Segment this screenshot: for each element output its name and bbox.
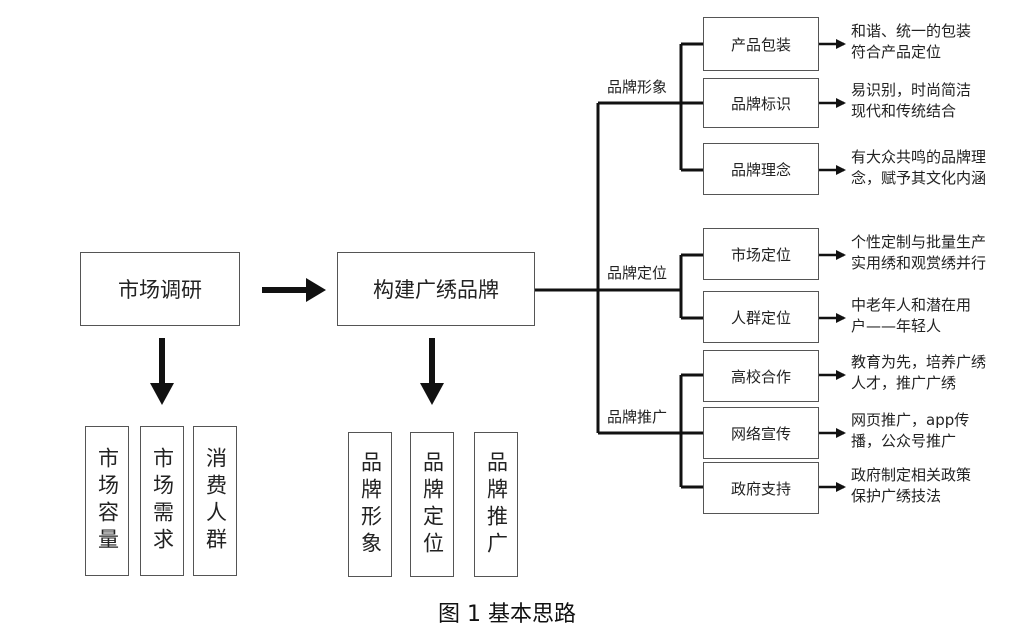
desc-line: 保护广绣技法 <box>851 487 942 505</box>
desc-line: 人才，推广广绣 <box>851 374 957 392</box>
sub-item-box: 人群定位 <box>703 291 819 343</box>
research-item-box: 市场容量 <box>85 426 129 576</box>
research-item-box: 市场需求 <box>140 426 184 576</box>
brand-item-label: 品牌定位 <box>420 450 445 559</box>
branch-label: 品牌形象 <box>606 76 669 97</box>
desc-line: 播，公众号推广 <box>851 432 957 450</box>
item-description: 个性定制与批量生产 实用绣和观赏绣并行 <box>851 232 986 274</box>
tree-lines <box>535 42 703 489</box>
desc-line: 和谐、统一的包装 <box>851 22 972 40</box>
brand-item-box: 品牌定位 <box>410 432 454 577</box>
build-brand-label: 构建广绣品牌 <box>373 278 499 302</box>
desc-line: 易识别，时尚简洁 <box>851 81 972 99</box>
brand-item-box: 品牌形象 <box>348 432 392 577</box>
desc-line: 政府制定相关政策 <box>851 466 972 484</box>
sub-item-label: 政府支持 <box>730 479 791 498</box>
brand-item-label: 品牌形象 <box>358 450 383 559</box>
branch-label: 品牌推广 <box>606 406 669 427</box>
market-research-box: 市场调研 <box>80 252 240 326</box>
desc-line: 实用绣和观赏绣并行 <box>851 254 987 272</box>
item-description: 教育为先，培养广绣 人才，推广广绣 <box>851 352 986 394</box>
desc-line: 现代和传统结合 <box>851 102 957 120</box>
desc-line: 教育为先，培养广绣 <box>851 353 987 371</box>
item-description: 易识别，时尚简洁 现代和传统结合 <box>851 80 971 122</box>
market-research-label: 市场调研 <box>118 278 202 302</box>
desc-line: 网页推广，app传 <box>851 411 970 429</box>
item-description: 中老年人和潜在用 户——年轻人 <box>851 295 971 337</box>
desc-line: 户——年轻人 <box>851 317 942 335</box>
sub-item-label: 人群定位 <box>730 308 791 327</box>
sub-item-label: 产品包装 <box>730 35 791 54</box>
sub-item-box: 品牌理念 <box>703 143 819 195</box>
desc-line: 个性定制与批量生产 <box>851 233 987 251</box>
brand-item-box: 品牌推广 <box>474 432 518 577</box>
desc-line: 有大众共鸣的品牌理 <box>851 148 987 166</box>
desc-line: 符合产品定位 <box>851 43 942 61</box>
sub-item-label: 网络宣传 <box>730 424 791 443</box>
research-item-box: 消费人群 <box>193 426 237 576</box>
figure-caption: 图 1 基本思路 <box>438 602 576 627</box>
desc-arrows <box>819 39 846 492</box>
build-brand-box: 构建广绣品牌 <box>337 252 535 326</box>
sub-item-label: 品牌标识 <box>730 94 791 113</box>
arrow-down-left <box>150 338 174 405</box>
sub-item-box: 网络宣传 <box>703 407 819 459</box>
research-item-label: 市场容量 <box>95 447 120 555</box>
sub-item-box: 市场定位 <box>703 228 819 280</box>
brand-item-label: 品牌推广 <box>484 450 509 559</box>
sub-item-box: 产品包装 <box>703 17 819 71</box>
research-item-label: 消费人群 <box>203 447 228 555</box>
item-description: 和谐、统一的包装 符合产品定位 <box>851 21 971 63</box>
arrow-down-middle <box>420 338 444 405</box>
item-description: 有大众共鸣的品牌理 念，赋予其文化内涵 <box>851 147 986 189</box>
research-item-label: 市场需求 <box>150 447 175 555</box>
sub-item-box: 政府支持 <box>703 462 819 514</box>
item-description: 政府制定相关政策 保护广绣技法 <box>851 465 971 507</box>
sub-item-box: 高校合作 <box>703 350 819 402</box>
branch-label: 品牌定位 <box>606 262 669 283</box>
sub-item-label: 品牌理念 <box>730 160 791 179</box>
desc-line: 中老年人和潜在用 <box>851 296 972 314</box>
sub-item-box: 品牌标识 <box>703 78 819 128</box>
desc-line: 念，赋予其文化内涵 <box>851 169 987 187</box>
sub-item-label: 高校合作 <box>730 367 791 386</box>
sub-item-label: 市场定位 <box>730 245 791 264</box>
arrow-right <box>262 278 326 302</box>
item-description: 网页推广，app传 播，公众号推广 <box>851 410 969 452</box>
